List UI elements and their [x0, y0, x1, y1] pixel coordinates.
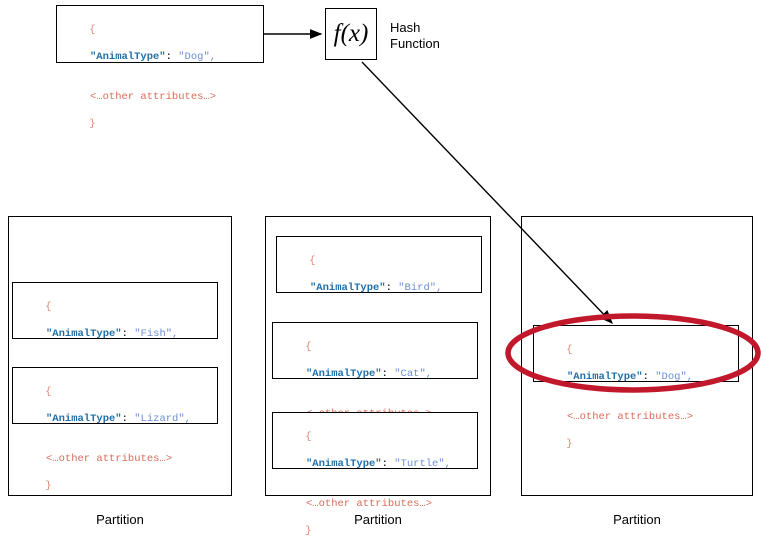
record-colon: :	[121, 412, 135, 425]
record-key: "AnimalType"	[46, 412, 122, 425]
record-colon: :	[385, 281, 399, 294]
record-key-line: "AnimalType": "Cat",	[280, 368, 471, 382]
record-other-attributes: <…other attributes…>	[46, 453, 173, 465]
source-colon: :	[165, 50, 179, 63]
source-key-line: "AnimalType": "Dog",	[64, 51, 257, 65]
partition-label-2: Partition	[354, 512, 402, 527]
hash-caption-line-1: Hash	[390, 20, 421, 35]
record-open-brace: {	[309, 254, 316, 267]
record-close-brace: }	[566, 438, 573, 450]
source-other-attributes: <…other attributes…>	[90, 91, 217, 103]
record-other-attributes: <…other attributes…>	[306, 498, 433, 510]
source-record-card: { "AnimalType": "Dog", <…other attribute…	[56, 5, 264, 130]
record-key: "AnimalType"	[310, 281, 386, 294]
hash-function-label: f(x)	[333, 20, 369, 47]
record-open-brace: {	[305, 430, 312, 443]
source-close-brace: }	[89, 118, 96, 130]
record-value: "Turtle",	[394, 457, 451, 470]
record-other-attributes: <…other attributes…>	[567, 411, 694, 423]
record-value: "Lizard",	[134, 412, 191, 425]
partition-label-3: Partition	[613, 512, 661, 527]
record-colon: :	[642, 370, 656, 383]
record-card-bird: { "AnimalType": "Bird", <…other attribut…	[276, 236, 482, 361]
record-open-brace: {	[45, 300, 52, 313]
record-key: "AnimalType"	[306, 457, 382, 470]
record-open-brace: {	[566, 343, 573, 356]
record-card-dog: { "AnimalType": "Dog", <…other attribute…	[533, 325, 739, 450]
record-key-line: "AnimalType": "Fish",	[20, 328, 211, 342]
record-value: "Bird",	[398, 281, 443, 294]
record-colon: :	[381, 367, 395, 380]
record-close-brace: }	[45, 480, 52, 492]
record-value: "Dog",	[655, 370, 694, 383]
record-open-brace: {	[45, 385, 52, 398]
record-key-line: "AnimalType": "Turtle",	[280, 458, 471, 472]
hash-caption-line-2: Function	[390, 36, 440, 51]
record-key-line: "AnimalType": "Bird",	[284, 282, 475, 296]
hash-function-box: f(x)	[325, 8, 377, 60]
source-value: "Dog",	[178, 50, 217, 63]
record-card-turtle: { "AnimalType": "Turtle", <…other attrib…	[272, 412, 478, 536]
record-key-line: "AnimalType": "Dog",	[541, 371, 732, 385]
record-card-fish: { "AnimalType": "Fish", <…other attribut…	[12, 282, 218, 407]
record-key: "AnimalType"	[306, 367, 382, 380]
record-key-line: "AnimalType": "Lizard",	[20, 413, 211, 427]
record-card-cat: { "AnimalType": "Cat", <…other attribute…	[272, 322, 478, 447]
source-open-brace: {	[89, 23, 96, 36]
source-key: "AnimalType"	[90, 50, 166, 63]
record-close-brace: }	[305, 525, 312, 536]
partition-label-1: Partition	[96, 512, 144, 527]
partition-box-1	[8, 216, 232, 496]
record-key: "AnimalType"	[567, 370, 643, 383]
hash-function-caption: Hash Function	[390, 20, 480, 52]
record-key: "AnimalType"	[46, 327, 122, 340]
record-colon: :	[121, 327, 135, 340]
record-open-brace: {	[305, 340, 312, 353]
record-card-lizard: { "AnimalType": "Lizard", <…other attrib…	[12, 367, 218, 492]
record-value: "Cat",	[394, 367, 433, 380]
record-value: "Fish",	[134, 327, 179, 340]
record-colon: :	[381, 457, 395, 470]
